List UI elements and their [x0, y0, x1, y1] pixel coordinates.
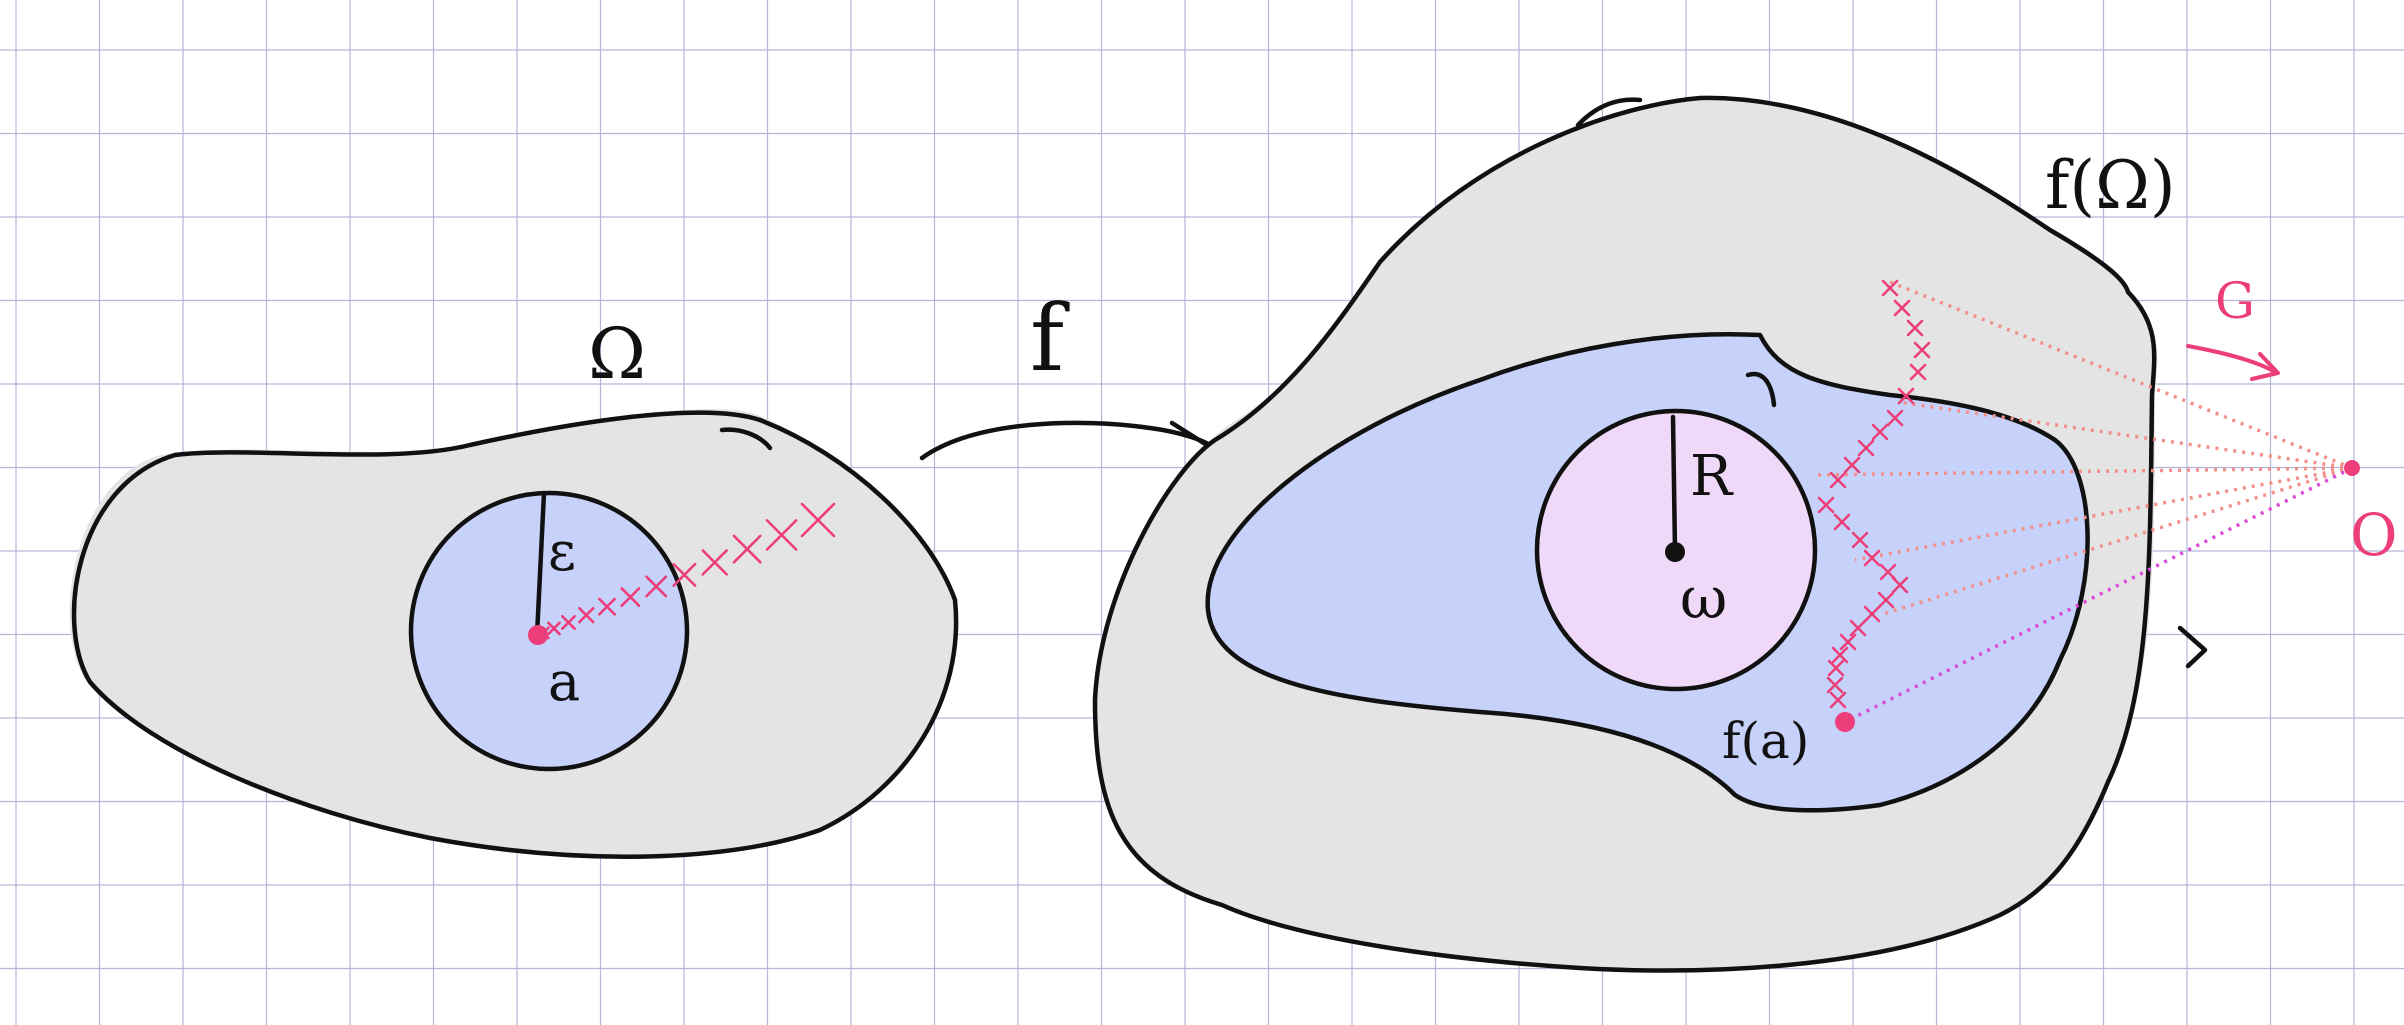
sequence-cross: [1851, 531, 1869, 549]
sequence-cross: [1891, 576, 1909, 594]
sequence-cross: [1839, 633, 1857, 651]
dotted-ray: [1811, 466, 2353, 477]
sequence-cross: [701, 549, 728, 576]
sequence-cross: [1909, 363, 1927, 381]
sequence-cross: [672, 562, 697, 587]
sequence-cross: [1831, 646, 1849, 664]
epsilon-radius: [534, 490, 547, 638]
sequence-cross: [560, 614, 576, 630]
label-f-a: f(a): [1722, 712, 1809, 770]
point-a: [528, 625, 548, 645]
sequence-cross: [1886, 409, 1904, 427]
label-R: R: [1690, 444, 1734, 509]
sequence-cross: [597, 597, 617, 616]
sequence-cross: [1897, 387, 1915, 405]
sequence-cross: [732, 534, 762, 564]
sequence-cross: [765, 519, 798, 551]
image-domain-boundary: [1092, 95, 2157, 973]
sequence-cross: [1817, 496, 1835, 514]
label-omega-small: ω: [1680, 564, 1727, 632]
sequence-cross: [645, 575, 668, 598]
R-radius: [1670, 414, 1678, 555]
sequence-cross: [1833, 513, 1851, 531]
sequence-cross: [1829, 691, 1847, 709]
point-f-a: [1835, 712, 1855, 732]
boundary-arrow-mark: [2177, 625, 2208, 669]
sequence-cross: [1877, 591, 1895, 609]
sequence-cross: [620, 587, 641, 607]
dotted-rays: [1811, 280, 2353, 724]
domain-omega-tick: [719, 427, 773, 451]
sequence-crosses-left: [536, 502, 836, 640]
label-f: f: [1030, 285, 1070, 392]
sequence-cross: [547, 621, 561, 636]
label-epsilon: ε: [548, 520, 576, 583]
sequence-crosses-right: [1817, 279, 1931, 709]
image-domain-tick: [1575, 97, 1643, 128]
label-omega: Ω: [588, 313, 646, 395]
G-arrow: [2186, 344, 2280, 381]
image-domain: [1092, 95, 2360, 973]
domain-omega: [69, 408, 959, 859]
sequence-cross: [1857, 439, 1875, 457]
sequence-cross: [1906, 319, 1924, 337]
map-arrow: [919, 420, 1221, 483]
blue-region-tick: [1745, 371, 1777, 408]
sequence-cross: [1827, 659, 1845, 677]
dotted-ray: [1879, 466, 2353, 617]
map-arrow-shaft: [919, 420, 1221, 461]
sequence-cross: [578, 606, 595, 624]
point-omega: [1665, 542, 1685, 562]
label-a: a: [548, 650, 580, 713]
sequence-cross: [1863, 549, 1881, 567]
label-f-omega: f(Ω): [2045, 147, 2176, 224]
sequence-cross: [1871, 423, 1889, 441]
sequence-cross: [1826, 676, 1844, 694]
label-G: G: [2215, 272, 2255, 330]
sequence-cross: [1843, 456, 1861, 474]
small-disk: [408, 490, 690, 772]
sequence-cross: [1879, 563, 1897, 581]
sequence-cross: [1893, 299, 1911, 317]
sequence-cross: [1881, 279, 1899, 297]
sequence-cross: [1829, 471, 1847, 489]
sequence-cross: [1863, 605, 1881, 623]
domain-omega-boundary: [71, 410, 959, 859]
sequence-cross: [800, 502, 836, 538]
sequence-cross: [1849, 619, 1867, 637]
point-O: [2344, 460, 2360, 476]
dotted-ray: [1889, 280, 2353, 470]
label-O: O: [2350, 501, 2398, 569]
sequence-cross: [1913, 341, 1931, 359]
dotted-ray: [1854, 466, 2353, 562]
